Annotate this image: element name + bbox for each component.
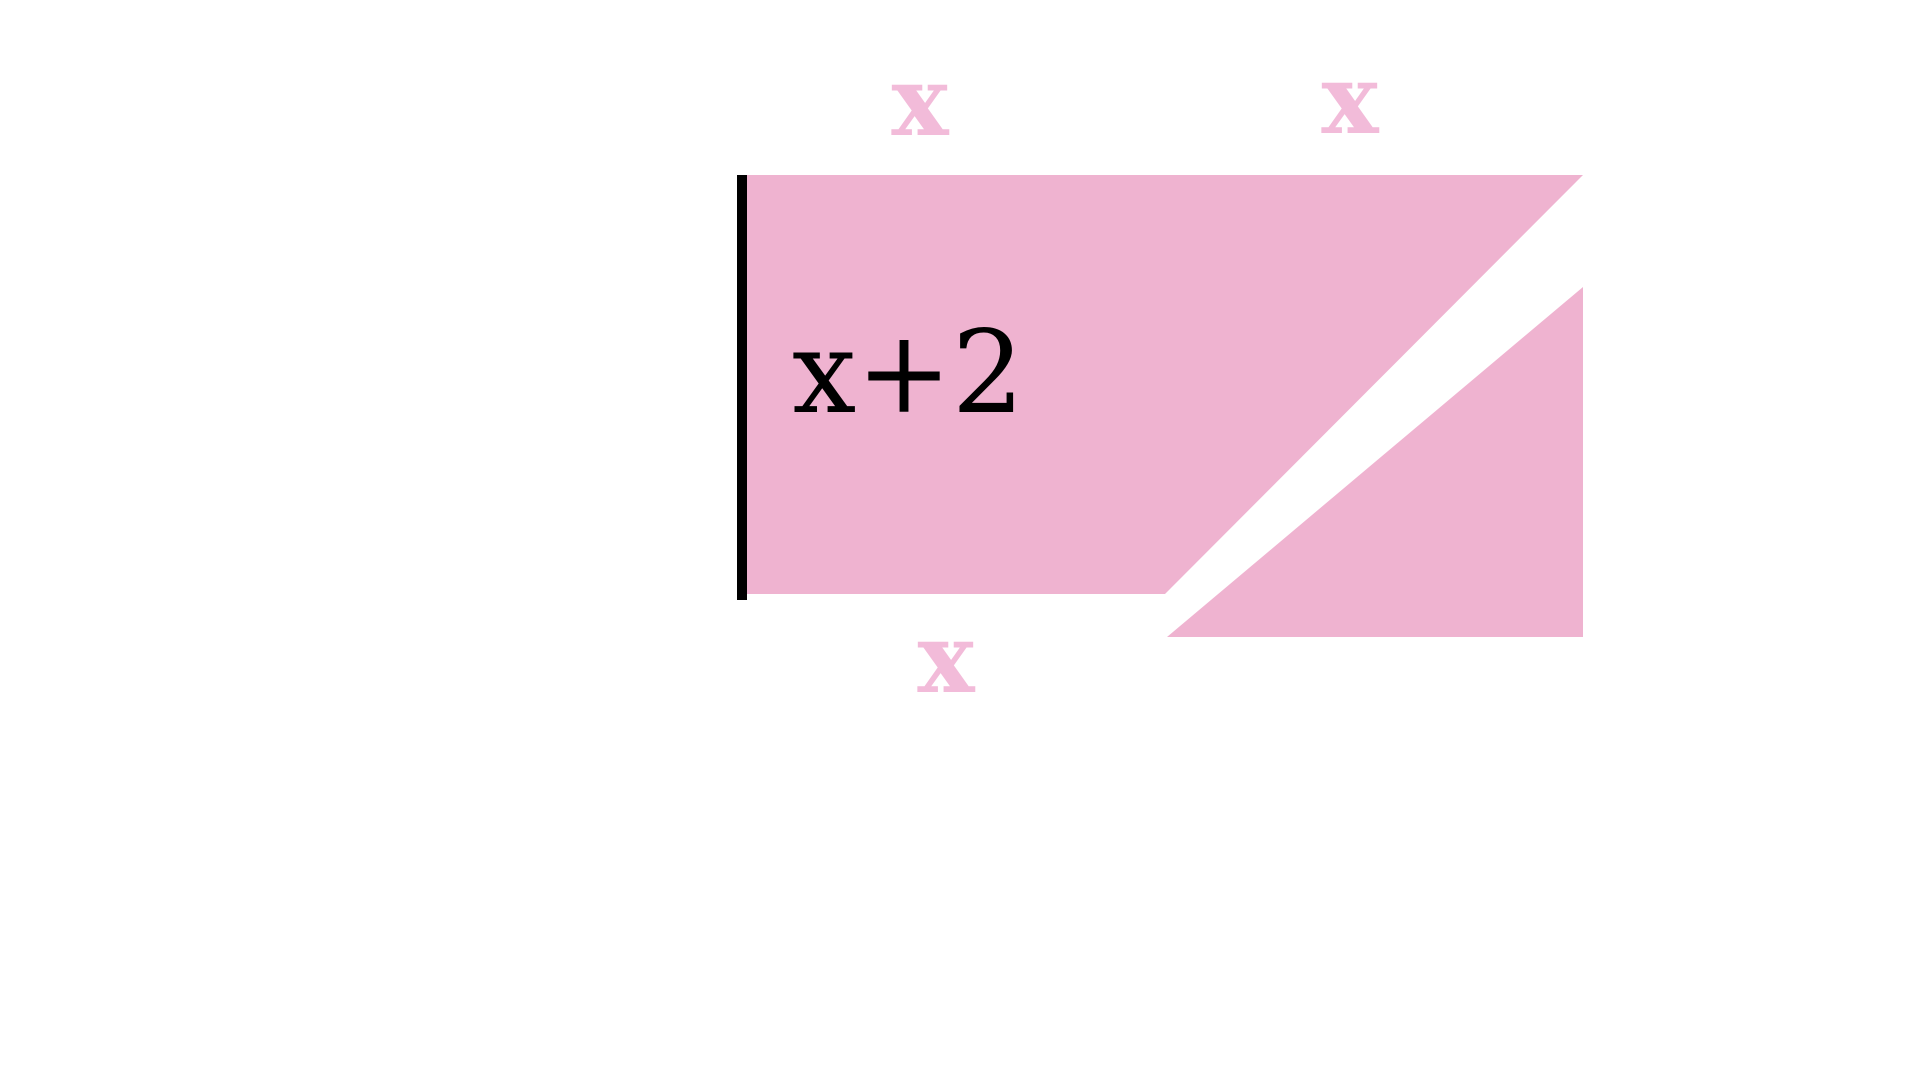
left-side-label: x+2 bbox=[792, 306, 1024, 439]
trapezoid-piece bbox=[738, 175, 1583, 594]
top-right-x-label: x bbox=[1321, 43, 1379, 156]
side-line bbox=[737, 175, 747, 600]
top-left-x-label: x bbox=[891, 45, 949, 158]
bottom-x-label: x bbox=[917, 602, 975, 715]
triangle-piece bbox=[1167, 287, 1583, 637]
